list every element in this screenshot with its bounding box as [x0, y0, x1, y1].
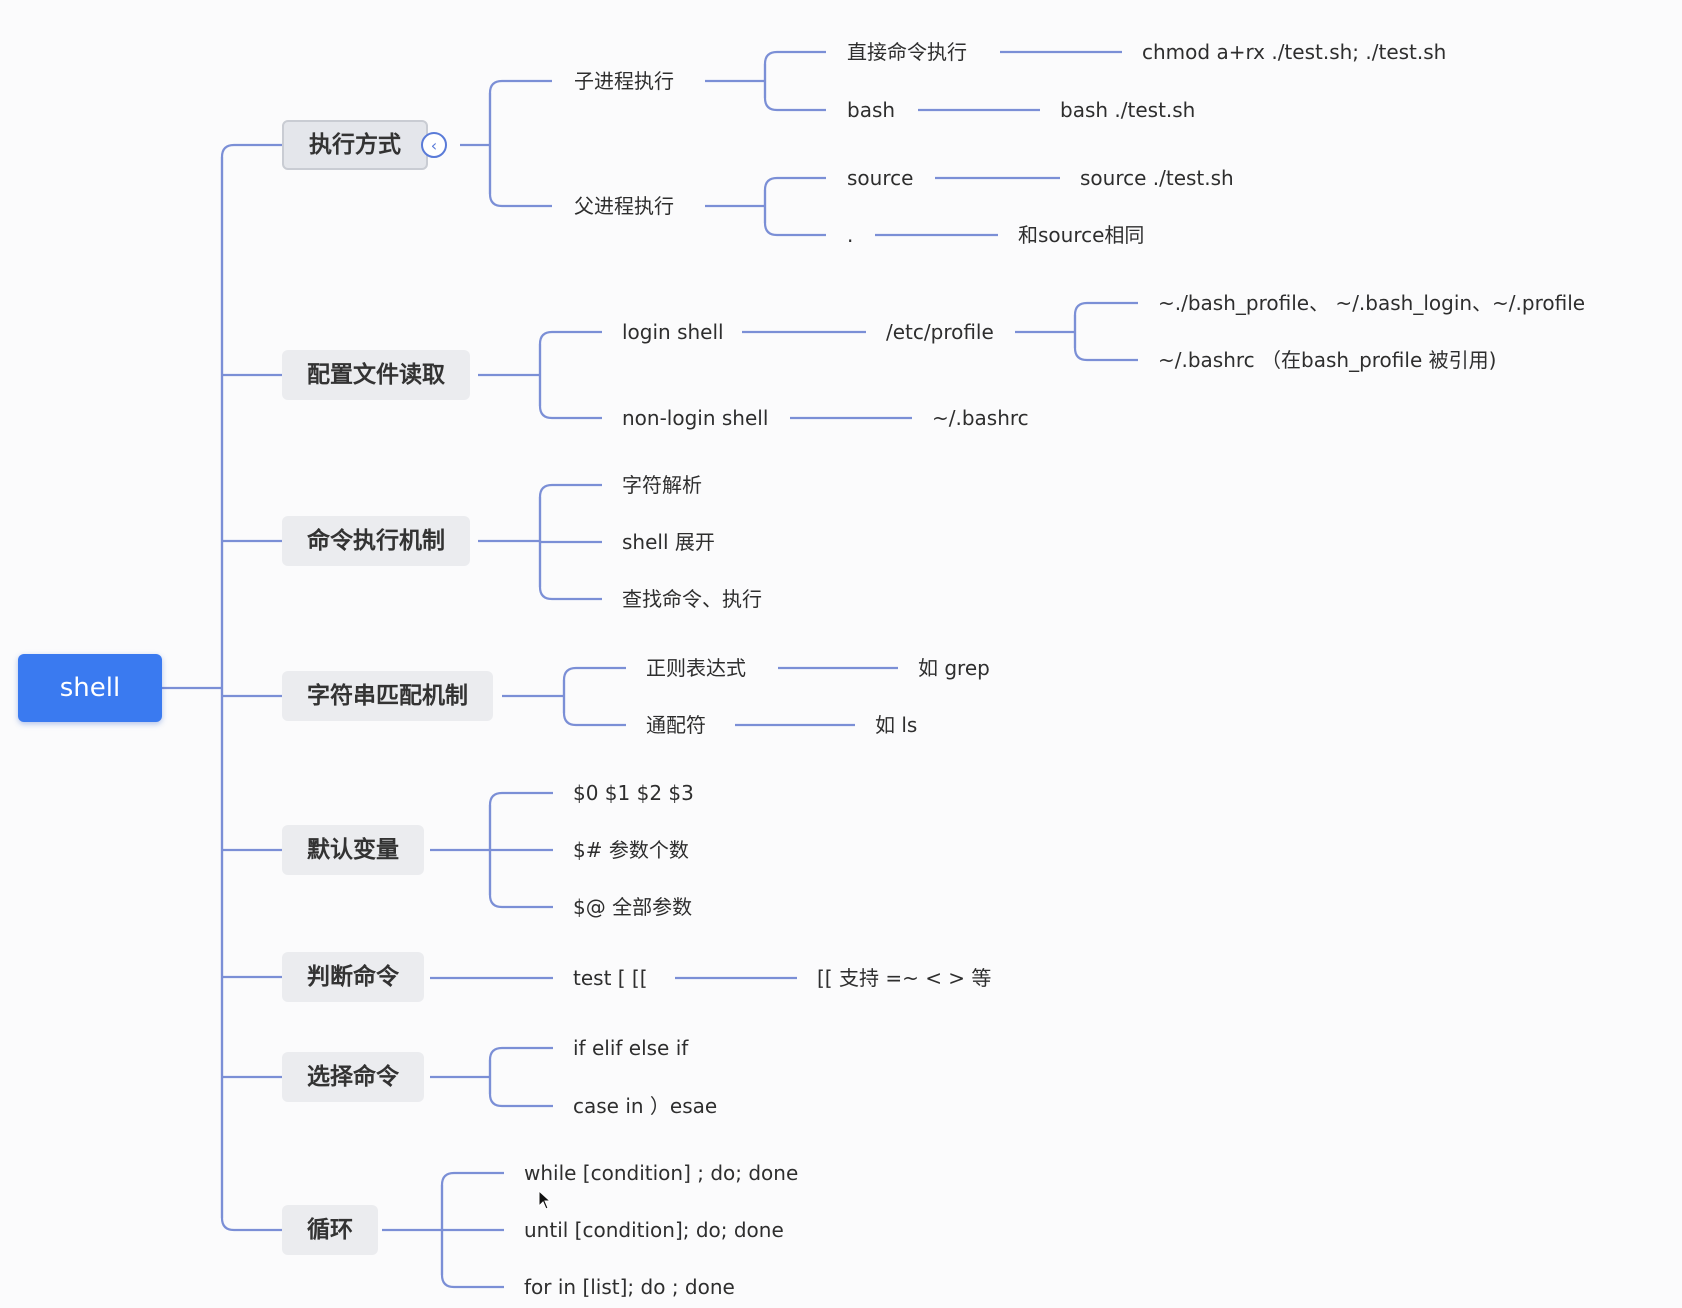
node-direct-exec[interactable]: 直接命令执行	[847, 40, 967, 64]
connector-line	[220, 143, 282, 688]
connector-line	[562, 696, 626, 727]
connector-line	[488, 79, 552, 145]
node-all-args[interactable]: $@ 全部参数	[573, 895, 693, 919]
connector-line	[562, 666, 626, 696]
connector-line	[763, 176, 826, 206]
connector-line	[538, 541, 602, 601]
node-login-files[interactable]: ~./bash_profile、 ~/.bash_login、~/.profil…	[1158, 291, 1586, 315]
node-case[interactable]: case in ）esae	[573, 1094, 718, 1118]
node-parent-process[interactable]: 父进程执行	[574, 194, 674, 218]
connector-line	[538, 330, 602, 375]
node-nonlogin-bashrc[interactable]: ~/.bashrc	[932, 406, 1029, 430]
node-login-shell[interactable]: login shell	[622, 320, 724, 344]
connector-line	[488, 1077, 553, 1108]
node-positional-vars[interactable]: $0 $1 $2 $3	[573, 781, 694, 805]
node-dot-value[interactable]: 和source相同	[1018, 223, 1145, 247]
connector-line	[538, 483, 602, 541]
connector-line	[440, 1171, 504, 1230]
connector-line	[488, 791, 553, 850]
node-test[interactable]: test [ [[	[573, 966, 648, 990]
node-regex-value[interactable]: 如 grep	[918, 656, 990, 680]
root-node-shell[interactable]: shell	[18, 654, 162, 722]
node-for[interactable]: for in [list]; do ; done	[524, 1275, 735, 1299]
connector-line	[488, 1046, 553, 1077]
connector-line	[763, 81, 826, 112]
node-etc-profile[interactable]: /etc/profile	[886, 320, 994, 344]
node-bash[interactable]: bash	[847, 98, 896, 122]
category-default-vars[interactable]: 默认变量	[282, 825, 424, 875]
category-select-command[interactable]: 选择命令	[282, 1052, 424, 1102]
connector-line	[488, 850, 553, 909]
node-while[interactable]: while [condition] ; do; done	[524, 1161, 799, 1185]
node-test-value[interactable]: [[ 支持 =~ < > 等	[817, 966, 992, 990]
node-find-exec[interactable]: 查找命令、执行	[622, 587, 762, 611]
node-glob-value[interactable]: 如 ls	[875, 713, 918, 737]
node-nonlogin-shell[interactable]: non-login shell	[622, 406, 769, 430]
node-arg-count[interactable]: $# 参数个数	[573, 838, 689, 862]
category-loop[interactable]: 循环	[282, 1205, 378, 1255]
node-child-process[interactable]: 子进程执行	[574, 69, 674, 93]
node-shell-expand[interactable]: shell 展开	[622, 530, 715, 554]
node-source[interactable]: source	[847, 166, 914, 190]
connector-line	[763, 206, 826, 237]
connector-line	[1073, 332, 1138, 362]
chevron-left-icon[interactable]: ‹	[421, 132, 447, 158]
connector-line	[538, 375, 602, 420]
connector-line	[763, 50, 826, 81]
connector-line	[440, 1230, 504, 1289]
category-test-command[interactable]: 判断命令	[282, 952, 424, 1002]
node-bash-value[interactable]: bash ./test.sh	[1060, 98, 1196, 122]
node-glob[interactable]: 通配符	[646, 713, 706, 737]
node-login-bashrc[interactable]: ~/.bashrc （在bash_profile 被引用)	[1158, 348, 1497, 372]
node-char-parse[interactable]: 字符解析	[622, 473, 702, 497]
connector-line	[1073, 301, 1138, 332]
node-direct-exec-value[interactable]: chmod a+rx ./test.sh; ./test.sh	[1142, 40, 1447, 64]
node-until[interactable]: until [condition]; do; done	[524, 1218, 784, 1242]
mouse-pointer-icon	[538, 1190, 552, 1210]
category-command-mechanism[interactable]: 命令执行机制	[282, 516, 470, 566]
node-source-value[interactable]: source ./test.sh	[1080, 166, 1234, 190]
node-dot[interactable]: .	[847, 223, 854, 247]
node-regex[interactable]: 正则表达式	[646, 656, 746, 680]
connector-line	[220, 688, 282, 1232]
category-exec-mode[interactable]: 执行方式	[282, 120, 428, 170]
node-if[interactable]: if elif else if	[573, 1036, 689, 1060]
category-string-matching[interactable]: 字符串匹配机制	[282, 671, 493, 721]
connector-line	[488, 145, 552, 208]
category-config-read[interactable]: 配置文件读取	[282, 350, 470, 400]
